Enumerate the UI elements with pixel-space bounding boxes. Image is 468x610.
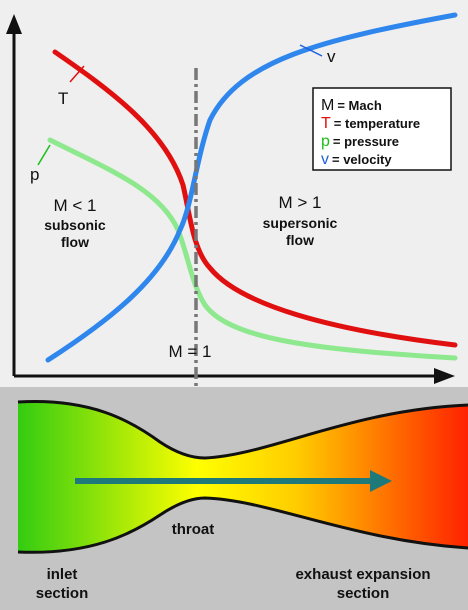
legend-symbol: v	[321, 151, 329, 168]
pressure-curve-label: p	[30, 165, 39, 184]
temperature-label-group: T	[58, 65, 85, 108]
axes	[6, 14, 455, 384]
legend-symbol: p	[321, 133, 330, 150]
temperature-curve	[52, 49, 458, 348]
y-axis-arrowhead	[6, 14, 22, 34]
legend-text: = pressure	[333, 134, 399, 149]
velocity-curve-label: v	[327, 47, 336, 66]
legend-item: v= velocity	[321, 151, 392, 168]
subsonic-line1: subsonic	[44, 217, 106, 233]
inlet-label-line1: inlet	[47, 566, 78, 583]
nozzle-upper-wall	[17, 400, 468, 460]
exhaust-label-line1: exhaust expansion	[295, 566, 430, 583]
legend-box	[312, 87, 452, 171]
subsonic-condition: M < 1	[54, 196, 97, 215]
nozzle-body	[18, 401, 468, 553]
velocity-label-group: v	[299, 44, 336, 66]
x-axis-arrowhead	[434, 368, 455, 384]
legend-item: T= temperature	[321, 115, 420, 132]
supersonic-condition: M > 1	[279, 193, 322, 212]
legend-symbol: T	[321, 115, 331, 132]
supersonic-line2: flow	[286, 232, 314, 248]
flow-arrowhead	[370, 470, 392, 492]
pressure-label-group: p	[30, 144, 51, 184]
subsonic-region-label: M < 1 subsonic flow	[44, 196, 106, 250]
legend-text: = velocity	[332, 152, 392, 167]
legend-symbol: M	[321, 97, 334, 114]
legend-item: p= pressure	[321, 133, 399, 150]
velocity-curve	[45, 12, 458, 363]
supersonic-region-label: M > 1 supersonic flow	[263, 193, 338, 248]
nozzle-lower-wall	[17, 496, 468, 554]
legend-text: = temperature	[334, 116, 420, 131]
throat-mach-label: M = 1	[169, 342, 212, 361]
subsonic-line2: flow	[61, 234, 89, 250]
legend-item: M= Mach	[321, 97, 382, 114]
graph-background	[0, 0, 468, 385]
supersonic-line1: supersonic	[263, 215, 338, 231]
legend-text: = Mach	[337, 98, 381, 113]
temperature-curve-label: T	[58, 89, 68, 108]
exhaust-label-line2: section	[337, 585, 390, 602]
throat-label: throat	[172, 521, 215, 538]
inlet-label-line2: section	[36, 585, 89, 602]
nozzle-panel: throat inlet section exhaust expansion s…	[0, 387, 468, 610]
